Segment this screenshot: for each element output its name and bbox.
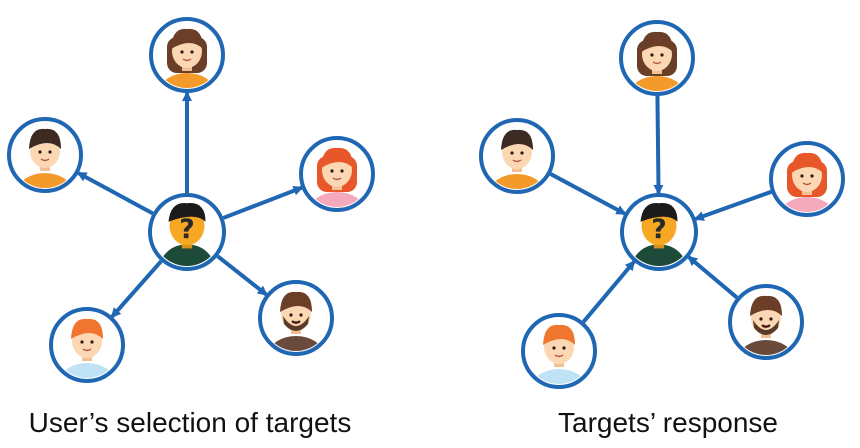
- arrow-from-boy-orange-hair: [581, 260, 636, 324]
- arrow-from-man-dark-hair: [549, 172, 627, 216]
- panel-user-selection: ?: [7, 17, 375, 383]
- arrow-to-man-beard: [216, 254, 268, 297]
- question-mark-icon: ?: [651, 214, 667, 245]
- avatar-woman-red-hair: [299, 136, 375, 212]
- avatar-man-beard: [728, 284, 804, 360]
- avatar-man-dark-hair: [7, 117, 83, 193]
- arrow-to-boy-orange-hair: [110, 259, 163, 319]
- avatar-boy-orange-hair: [49, 307, 125, 383]
- arrow-to-man-dark-hair: [76, 171, 154, 216]
- arrow-from-man-beard: [687, 255, 739, 300]
- caption-user-selection: User’s selection of targets: [28, 407, 352, 438]
- avatar-man-dark-hair: [479, 118, 555, 194]
- avatar-unknown-user: ?: [620, 193, 698, 271]
- panel-targets-response: ?: [479, 20, 845, 389]
- question-mark-icon: ?: [179, 214, 195, 245]
- avatar-woman-brown-hair: [619, 20, 695, 96]
- arrow-from-woman-red-hair: [693, 189, 772, 221]
- arrow-to-woman-red-hair: [222, 185, 304, 220]
- caption-targets-response: Targets’ response: [558, 407, 778, 438]
- avatar-man-beard: [258, 280, 334, 356]
- avatar-woman-red-hair: [769, 141, 845, 217]
- avatar-woman-brown-hair: [149, 17, 225, 93]
- arrow-from-woman-brown-hair: [653, 95, 664, 196]
- avatar-unknown-user: ?: [148, 193, 226, 271]
- avatar-boy-orange-hair: [521, 313, 597, 389]
